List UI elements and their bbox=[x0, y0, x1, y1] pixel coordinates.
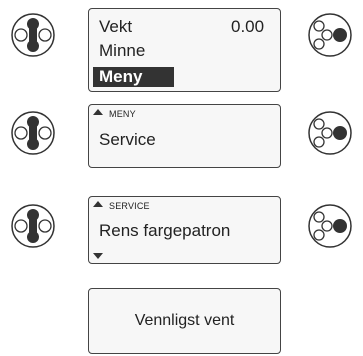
select-button-icon[interactable] bbox=[307, 110, 353, 156]
lcd-screen-meny: MENY Service bbox=[88, 104, 281, 168]
select-button-icon[interactable] bbox=[307, 203, 353, 249]
lcd-header-meny: MENY bbox=[109, 109, 136, 119]
scroll-up-icon bbox=[93, 109, 103, 115]
lcd-line-minne: Minne bbox=[99, 41, 146, 60]
scroll-up-icon bbox=[93, 201, 103, 207]
navigate-button-icon[interactable] bbox=[10, 12, 56, 58]
scroll-down-icon bbox=[93, 81, 103, 87]
lcd-line-vekt: Vekt bbox=[99, 17, 133, 36]
lcd-line-service: Service bbox=[99, 130, 156, 149]
lcd-line-vennligst-vent: Vennligst vent bbox=[134, 312, 235, 329]
navigate-button-icon[interactable] bbox=[10, 110, 56, 156]
select-button-icon[interactable] bbox=[307, 12, 353, 58]
navigate-button-icon[interactable] bbox=[10, 203, 56, 249]
lcd-line-rens-fargepatron: Rens fargepatron bbox=[99, 221, 231, 240]
lcd-screen-main: Vekt 0.00 Minne Meny bbox=[88, 8, 281, 92]
lcd-weight-value: 0.00 bbox=[231, 17, 265, 36]
scroll-down-icon bbox=[93, 253, 103, 259]
lcd-header-service: SERVICE bbox=[109, 201, 150, 211]
lcd-screen-wait: Vennligst vent bbox=[88, 288, 281, 354]
lcd-line-meny-selected: Meny bbox=[93, 67, 175, 87]
lcd-screen-service: SERVICE Rens fargepatron bbox=[88, 196, 281, 264]
